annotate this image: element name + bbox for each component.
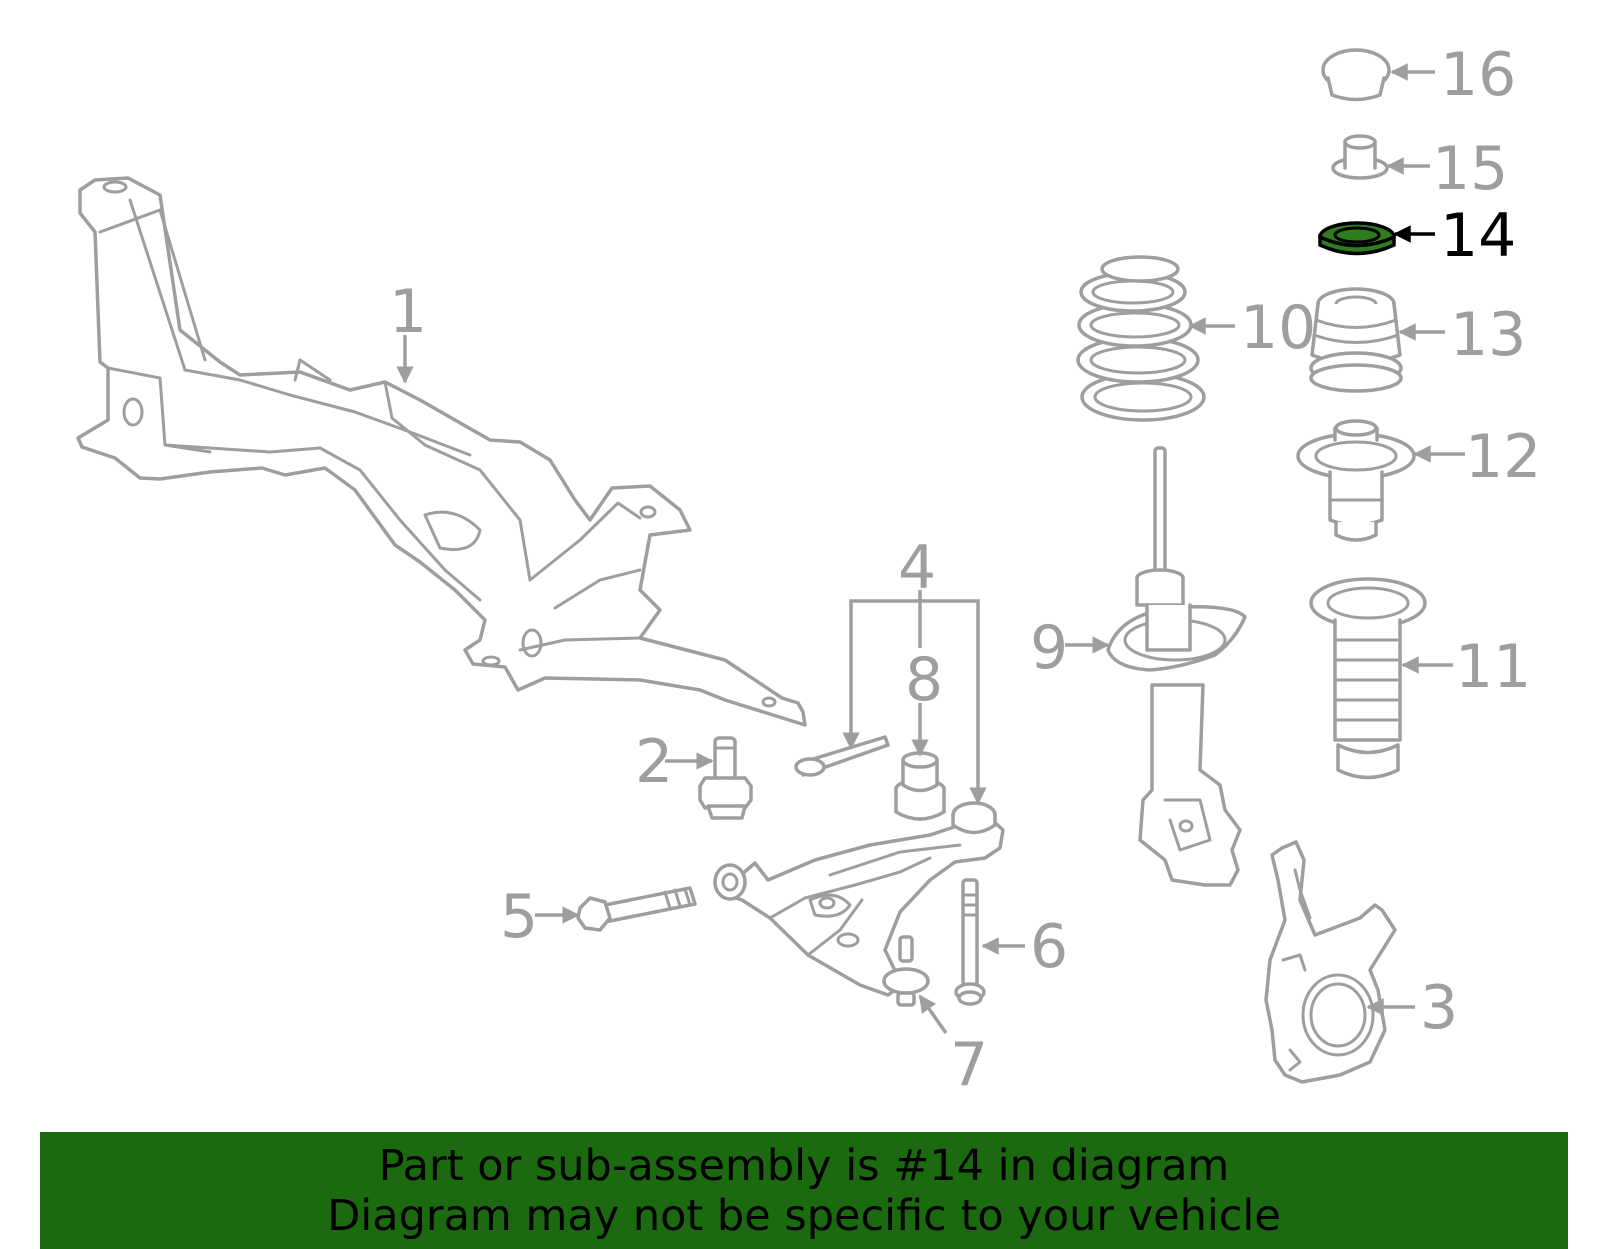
callout-9[interactable]: 9: [1030, 613, 1068, 683]
part-12-strut-mount[interactable]: [1296, 419, 1416, 542]
part-2-bolt[interactable]: [698, 736, 753, 820]
part-11-bump-stop-boot[interactable]: [1309, 577, 1427, 780]
part-16-dust-cap[interactable]: [1321, 48, 1391, 102]
part-6-bolt[interactable]: [954, 878, 986, 1006]
callout-6[interactable]: 6: [1030, 912, 1068, 982]
part-13-upper-spring-seat[interactable]: [1309, 287, 1403, 393]
callout-15[interactable]: 15: [1432, 134, 1508, 204]
callout-2[interactable]: 2: [635, 727, 673, 797]
callout-3[interactable]: 3: [1420, 973, 1458, 1043]
callout-8[interactable]: 8: [905, 645, 943, 715]
part-15-bushing-cap[interactable]: [1331, 134, 1389, 180]
part-7-ball-joint[interactable]: [882, 935, 930, 1007]
callout-7[interactable]: 7: [950, 1030, 988, 1100]
part-10-coil-spring[interactable]: [1076, 255, 1206, 422]
callout-14[interactable]: 14: [1440, 201, 1516, 271]
callout-12[interactable]: 12: [1465, 422, 1541, 492]
part-3-steering-knuckle[interactable]: [1264, 840, 1397, 1084]
callout-13[interactable]: 13: [1450, 300, 1526, 370]
banner-line-2: Diagram may not be specific to your vehi…: [327, 1190, 1281, 1241]
info-banner: Part or sub-assembly is #14 in diagram D…: [40, 1132, 1568, 1249]
cotter-pin[interactable]: [794, 735, 890, 777]
part-8-bushing[interactable]: [894, 751, 946, 821]
callout-11[interactable]: 11: [1455, 632, 1531, 702]
banner-line-1: Part or sub-assembly is #14 in diagram: [378, 1140, 1230, 1191]
callout-4[interactable]: 4: [898, 533, 936, 603]
part-5-bolt[interactable]: [576, 886, 697, 932]
callouts: 1 2 3 4 5 6 7 8 9 10 11 12 13 14 15 16: [389, 40, 1541, 1100]
part-4-lower-control-arm[interactable]: [713, 801, 1005, 997]
callout-1[interactable]: 1: [389, 277, 427, 347]
callout-10[interactable]: 10: [1240, 293, 1316, 363]
callout-5[interactable]: 5: [500, 882, 538, 952]
part-1-crossmember[interactable]: [76, 176, 807, 727]
leader-lines: [396, 63, 1465, 1035]
part-14-insulator-highlighted[interactable]: [1318, 221, 1396, 256]
callout-16[interactable]: 16: [1440, 40, 1516, 110]
part-9-strut[interactable]: [1106, 446, 1247, 887]
